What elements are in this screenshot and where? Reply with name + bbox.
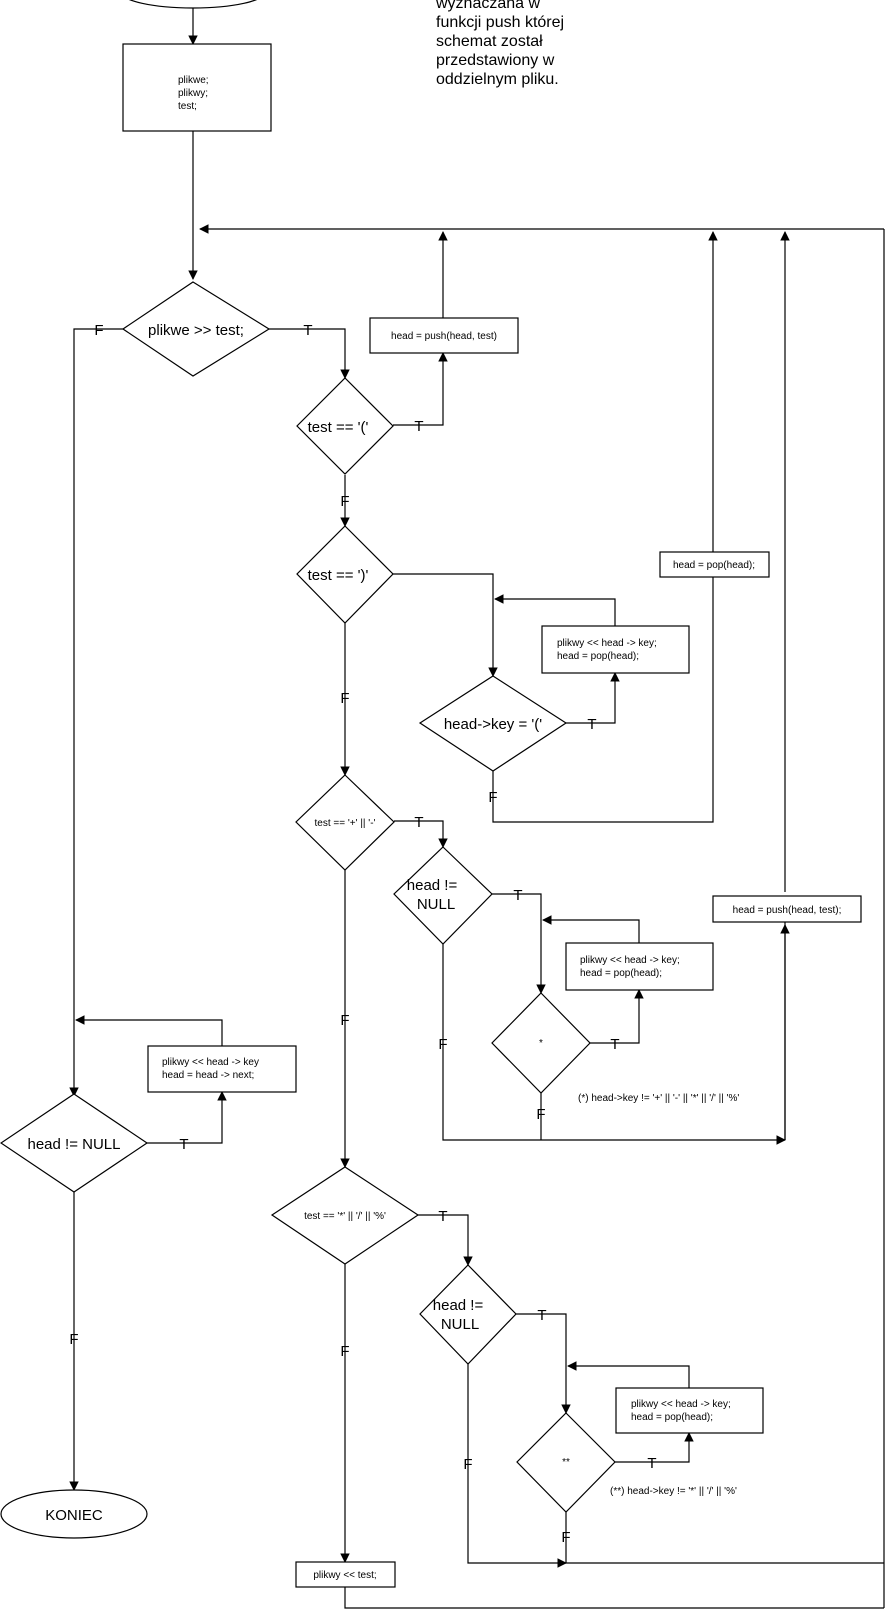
final-false-label: F [69, 1331, 78, 1348]
close-paren-label: test == ')' [308, 567, 369, 584]
mul-div-label: test == '*' || '/' || '%' [304, 1211, 386, 1222]
read-false-label: F [94, 322, 103, 339]
head-notnull-decision-2: head != NULL [419, 1264, 517, 1365]
pop-loop-box-2: plikwy << head -> key; head = pop(head); [565, 942, 714, 991]
star-label: * [539, 1038, 543, 1049]
push-note-text: wyznaczana w funkcji push której schemat… [436, 0, 565, 88]
head-notnull-decision-1: head != NULL [393, 846, 493, 945]
edge-keyparen-false [492, 577, 714, 823]
notnull2-false-label: F [463, 1456, 472, 1473]
head-notnull-2-line-1: head != [433, 1297, 484, 1314]
star-note: (*) head->key != '+' || '-' || '*' || '/… [578, 1093, 739, 1104]
pop-loop-2-line-1: plikwy << head -> key; [580, 955, 680, 966]
push-right-label: head = push(head, test); [733, 905, 842, 916]
muldiv-false-label: F [340, 1343, 349, 1360]
edge-write-bottom [344, 1587, 884, 1609]
dstar-false-label: F [561, 1529, 570, 1546]
open-paren-label: test == '(' [308, 419, 369, 436]
plusminus-true-label: T [414, 814, 423, 831]
init-line-3: test; [178, 101, 197, 112]
final-true-label: T [179, 1136, 188, 1153]
star-false-label: F [536, 1106, 545, 1123]
write-test-label: plikwy << test; [313, 1570, 376, 1581]
flush-line-1: plikwy << head -> key [162, 1057, 259, 1068]
key-paren-label: head->key = '(' [444, 716, 542, 733]
notnull2-true-label: T [537, 1307, 546, 1324]
muldiv-true-label: T [438, 1208, 447, 1225]
edge-close-true [393, 573, 498, 677]
close-false-label: F [340, 690, 349, 707]
edge-pop-loop-back [494, 594, 616, 626]
flush-line-2: head = head -> next; [162, 1070, 254, 1081]
read-true-label: T [303, 322, 312, 339]
edge-star-true [590, 989, 644, 1044]
star-decision: * [491, 992, 591, 1094]
edge-flush-loop-back [75, 1015, 223, 1046]
read-decision: plikwe >> test; [121, 281, 271, 377]
close-paren-decision: test == ')' [296, 525, 394, 624]
edge-notnull1-false [442, 944, 786, 1145]
edge-final-true [147, 1091, 227, 1144]
head-notnull-final-decision: head != NULL [0, 1093, 149, 1193]
edge-open-true [393, 352, 448, 426]
pop-head-top-label: head = pop(head); [673, 560, 755, 571]
pop-head-top-box: head = pop(head); [659, 551, 770, 578]
dstar-decision: ** [516, 1412, 616, 1513]
push-open-box: head = push(head, test) [369, 317, 519, 354]
end-terminal: KONIEC [0, 1489, 148, 1539]
edge-read-false [69, 328, 123, 1097]
edge-plusminus-true [394, 820, 448, 848]
dstar-label: ** [562, 1457, 570, 1468]
init-box: plikwe; plikwy; test; [122, 43, 272, 132]
head-notnull-final-label: head != NULL [28, 1136, 121, 1153]
edge-muldiv-true [418, 1214, 473, 1266]
open-false-label: F [340, 493, 349, 510]
pop-loop-2-line-2: head = pop(head); [580, 968, 662, 979]
init-line-2: plikwy; [178, 88, 208, 99]
start-terminal [129, 0, 257, 9]
push-open-label: head = push(head, test) [391, 331, 497, 342]
mul-div-decision: test == '*' || '/' || '%' [270, 1166, 420, 1265]
open-paren-decision: test == '(' [296, 377, 394, 475]
pop-loop-3-line-2: head = pop(head); [631, 1412, 713, 1423]
notnull1-true-label: T [513, 887, 522, 904]
plus-minus-label: test == '+' || '-' [315, 818, 376, 829]
plusminus-false-label: F [340, 1012, 349, 1029]
star-true-label: T [610, 1036, 619, 1053]
pop-loop-1-line-1: plikwy << head -> key; [557, 638, 657, 649]
edge-notnull1-true [492, 893, 546, 994]
dstar-note: (**) head->key != '*' || '/' || '%' [610, 1486, 737, 1497]
head-notnull-1-line-2: NULL [417, 896, 455, 913]
edge-notnull2-false [467, 1364, 567, 1568]
edge-keyparen-true [566, 672, 620, 724]
pop-loop-box-1: plikwy << head -> key; head = pop(head); [541, 625, 690, 674]
edge-notnull2-true [516, 1313, 571, 1414]
key-paren-decision: head->key = '(' [418, 675, 568, 772]
dstar-true-label: T [647, 1455, 656, 1472]
read-decision-label: plikwe >> test; [148, 322, 244, 339]
flush-box: plikwy << head -> key head = head -> nex… [147, 1045, 297, 1093]
end-label: KONIEC [45, 1507, 103, 1524]
notnull1-false-label: F [438, 1036, 447, 1053]
push-right-box: head = push(head, test); [712, 895, 862, 923]
edge-read-true [269, 328, 350, 379]
keyparen-false-label: F [488, 789, 497, 806]
edge-pop3-loop-back [567, 1361, 690, 1388]
head-notnull-1-line-1: head != [407, 877, 458, 894]
init-line-1: plikwe; [178, 75, 209, 86]
pop-loop-1-line-2: head = pop(head); [557, 651, 639, 662]
plus-minus-decision: test == '+' || '-' [295, 774, 395, 871]
open-true-label: T [414, 418, 423, 435]
edge-pop2-loop-back [542, 915, 640, 943]
write-test-box: plikwy << test; [295, 1561, 396, 1588]
edges [69, 8, 885, 1609]
head-notnull-2-line-2: NULL [441, 1316, 479, 1333]
edge-dstar-true [615, 1432, 694, 1463]
pop-loop-box-3: plikwy << head -> key; head = pop(head); [615, 1387, 764, 1434]
edge-dstar-false [565, 1512, 884, 1564]
pop-loop-3-line-1: plikwy << head -> key; [631, 1399, 731, 1410]
keyparen-true-label: T [587, 716, 596, 733]
